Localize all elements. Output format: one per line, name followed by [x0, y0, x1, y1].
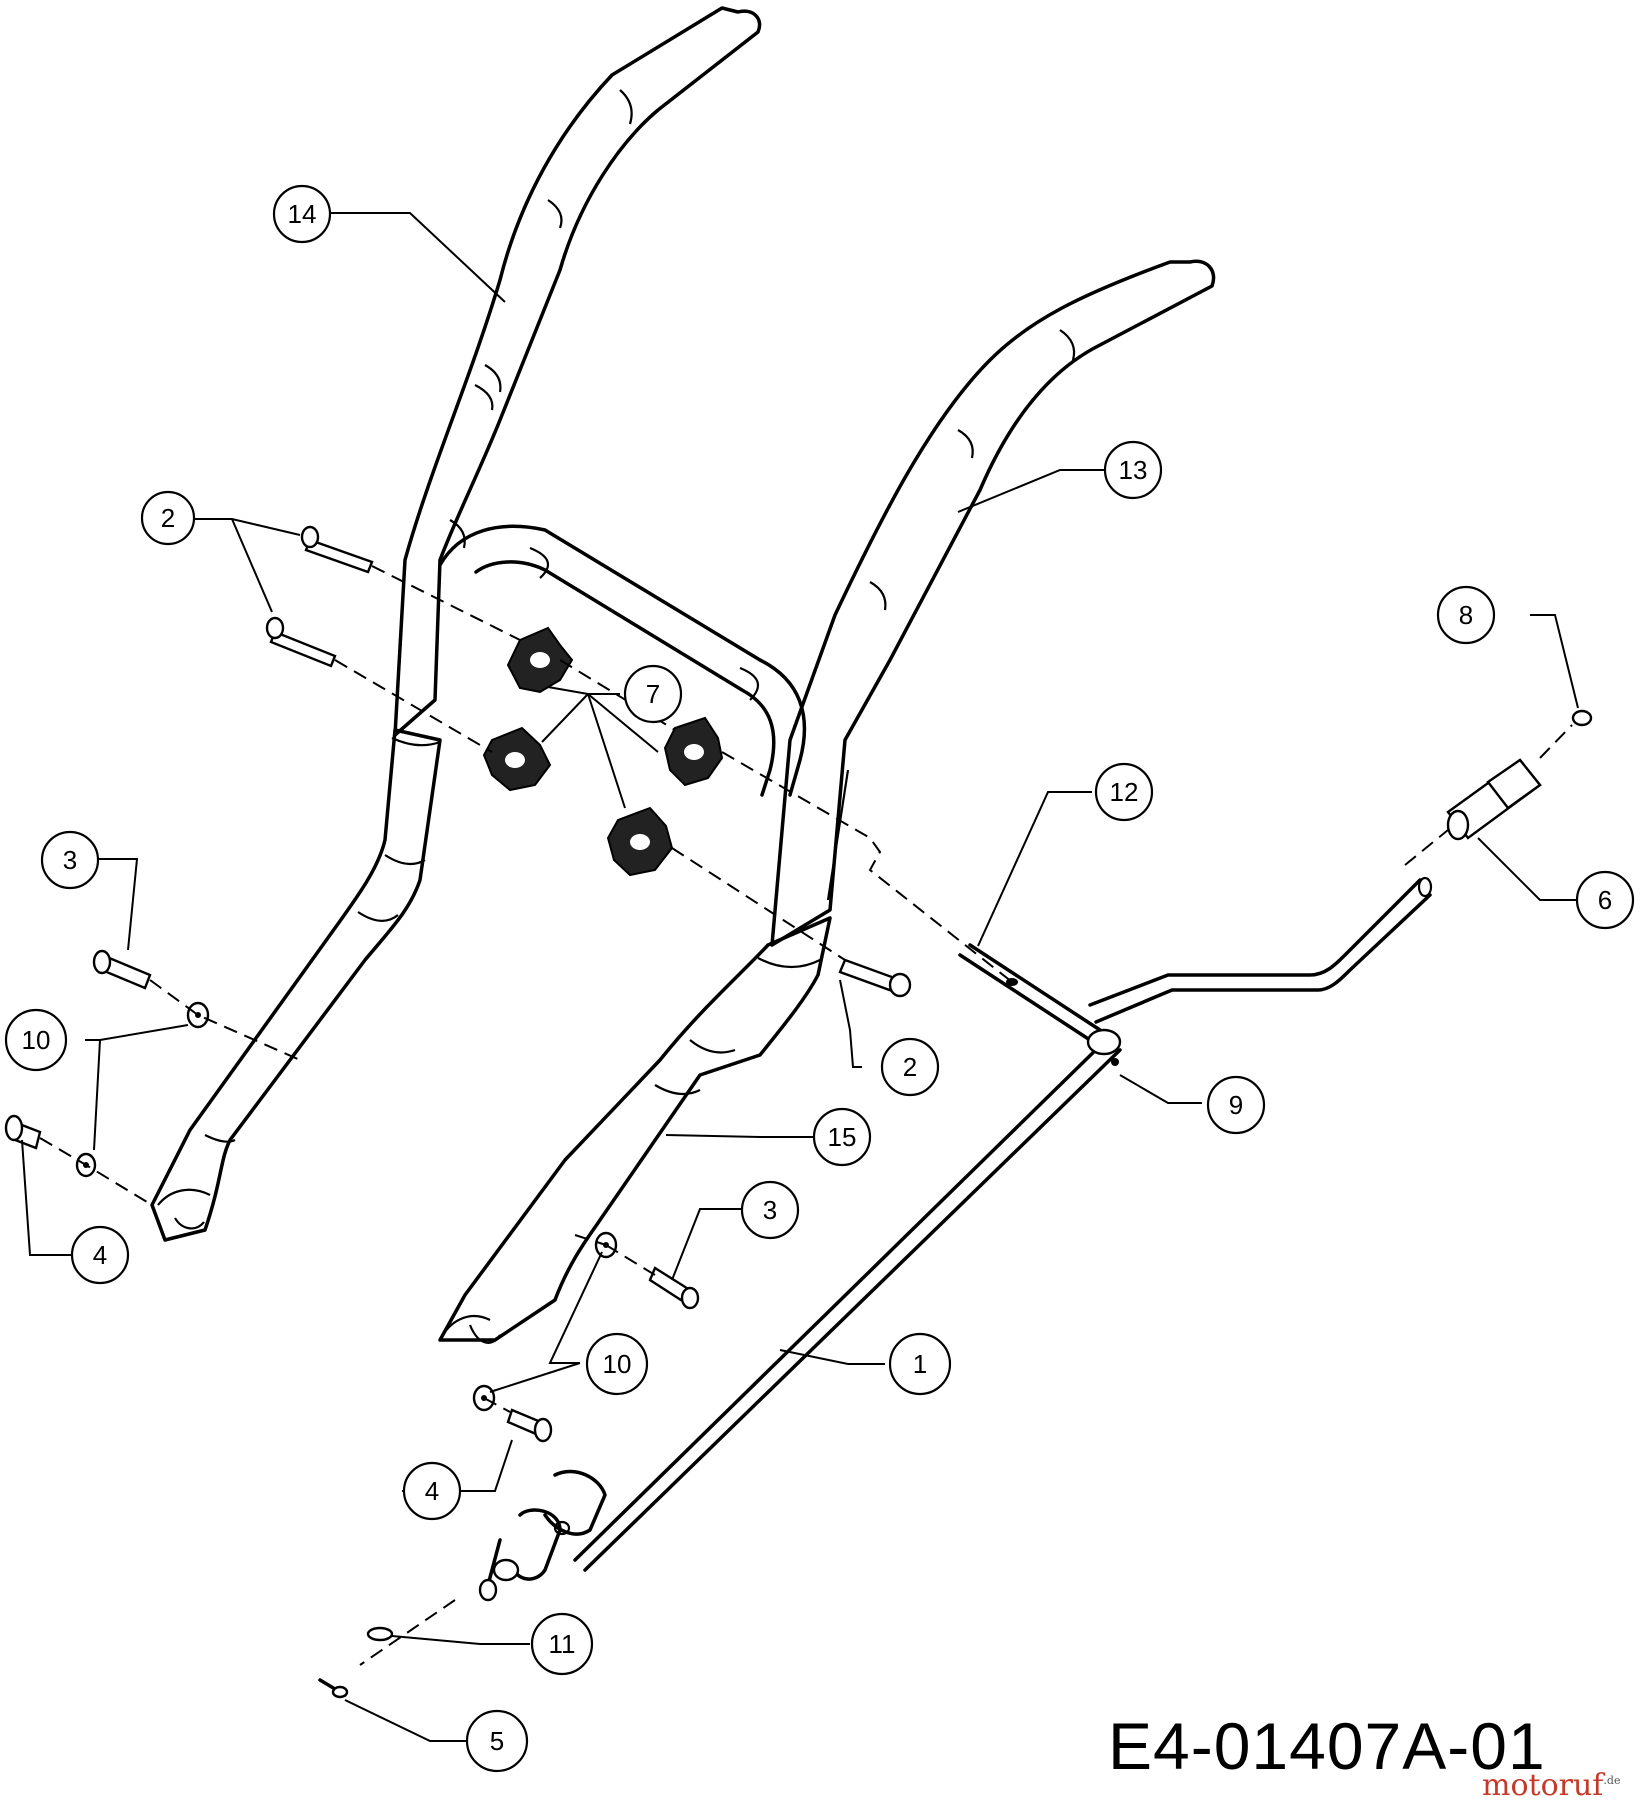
callout-2-right: 2: [880, 1037, 940, 1097]
handle-crossbar: [438, 524, 807, 797]
lower-handle-right: [438, 916, 832, 1344]
carriage-bolt-middle: [265, 616, 337, 668]
carriage-bolt-right: [838, 958, 912, 998]
knob-right-lower: [606, 806, 674, 877]
washer-left-upper: [186, 1001, 210, 1029]
callout-8: 8: [1436, 585, 1496, 645]
svg-text:8: 8: [1459, 600, 1473, 630]
svg-text:14: 14: [288, 199, 317, 229]
svg-text:10: 10: [603, 1349, 632, 1379]
svg-text:3: 3: [63, 845, 77, 875]
callout-3-right: 3: [740, 1180, 800, 1240]
bolt-left-lower: [4, 1114, 42, 1150]
shift-knob: [1404, 709, 1593, 866]
callout-11: 11: [530, 1612, 594, 1676]
knob-upper-left: [506, 626, 574, 694]
callout-13: 13: [1103, 440, 1163, 500]
callout-10-right: 10: [585, 1332, 649, 1396]
svg-text:5: 5: [490, 1726, 504, 1756]
upper-handle-left: [393, 6, 762, 737]
knob-lower-left: [482, 726, 552, 792]
callout-5: 5: [465, 1709, 529, 1773]
svg-text:6: 6: [1598, 885, 1612, 915]
callout-2-upper: 2: [140, 490, 196, 546]
linkage-bracket: [318, 1469, 607, 1699]
callout-14: 14: [272, 184, 332, 244]
svg-text:7: 7: [646, 679, 660, 709]
svg-text:9: 9: [1229, 1090, 1243, 1120]
drawing-reference-code: E4-01407A-01: [1108, 1709, 1546, 1783]
assembly-lines: [39, 565, 1013, 1413]
svg-text:12: 12: [1110, 777, 1139, 807]
watermark-logo: motoruf.de: [1482, 1768, 1621, 1803]
callout-10-left: 10: [4, 1008, 68, 1072]
callout-1: 1: [888, 1332, 952, 1396]
control-rod: [573, 876, 1433, 1572]
carriage-bolt-upper: [300, 525, 374, 574]
svg-text:3: 3: [763, 1195, 777, 1225]
svg-text:13: 13: [1119, 455, 1148, 485]
svg-text:11: 11: [549, 1629, 576, 1659]
callout-4-right: 4: [402, 1461, 462, 1521]
svg-text:1: 1: [913, 1349, 927, 1379]
svg-text:15: 15: [828, 1122, 857, 1152]
callout-7: 7: [623, 664, 683, 724]
callout-6: 6: [1575, 870, 1635, 930]
hinge-pin-left: [92, 949, 152, 990]
lower-handle-left: [150, 728, 442, 1242]
upper-handle-right: [770, 259, 1216, 947]
callout-9: 9: [1206, 1075, 1266, 1135]
svg-text:2: 2: [903, 1052, 917, 1082]
svg-text:4: 4: [425, 1476, 439, 1506]
callout-4-left: 4: [70, 1225, 130, 1285]
svg-text:10: 10: [22, 1025, 51, 1055]
callout-12: 12: [1094, 762, 1154, 822]
svg-text:2: 2: [161, 503, 175, 533]
callout-3-left: 3: [40, 830, 100, 890]
bolt-right-lower: [506, 1408, 553, 1443]
svg-text:4: 4: [93, 1240, 107, 1270]
callout-15: 15: [812, 1107, 872, 1167]
knob-right-upper: [663, 716, 724, 787]
hinge-pin-right: [648, 1266, 700, 1310]
